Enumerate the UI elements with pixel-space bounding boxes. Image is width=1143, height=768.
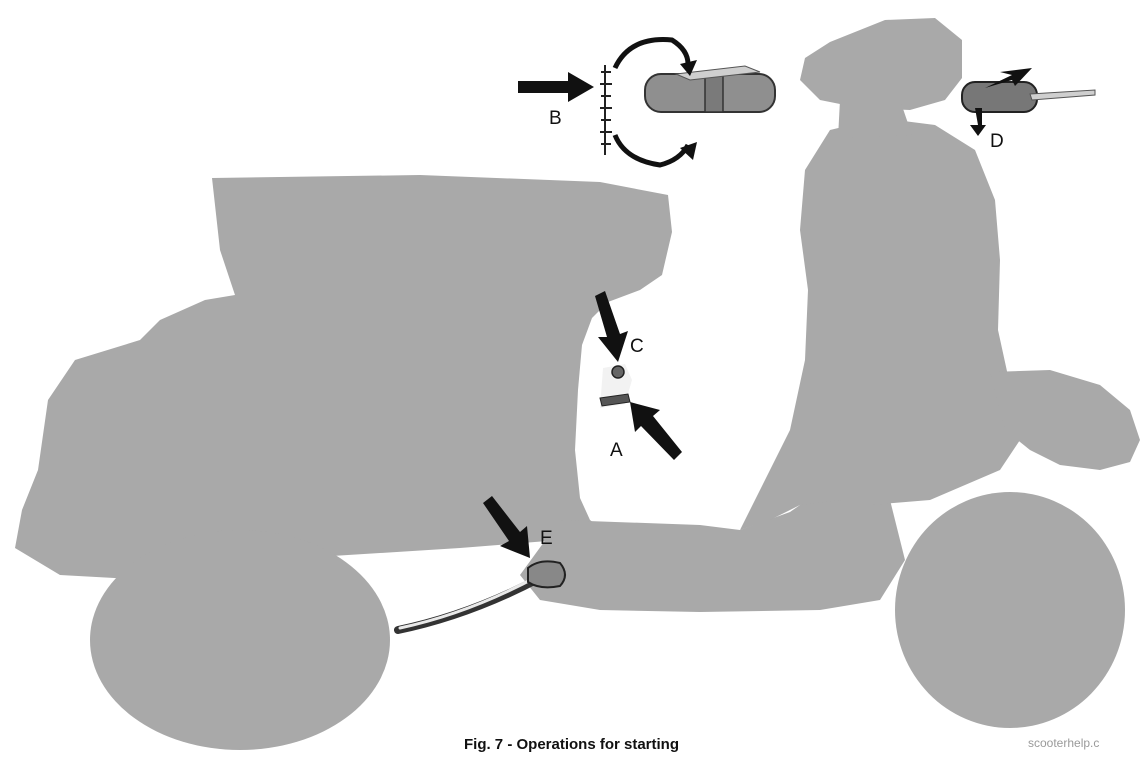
arrow-a: [630, 402, 682, 460]
right-grip: [962, 82, 1037, 112]
left-grip-collar: [705, 74, 723, 112]
steering-column: [838, 100, 912, 138]
arrow-c: [595, 291, 628, 362]
rotation-arrow-top: [615, 40, 688, 68]
front-fender: [990, 370, 1140, 470]
rear-cowl: [15, 175, 672, 580]
arrow-b: [518, 72, 594, 102]
rotation-arrow-bottom: [615, 135, 688, 165]
watermark-text: scooterhelp.c: [1028, 736, 1143, 750]
kickstart-pedal: [528, 561, 565, 587]
brake-lever: [1030, 90, 1095, 100]
label-a: A: [610, 440, 623, 461]
label-c: C: [630, 336, 644, 357]
scooter-silhouette: [15, 18, 1140, 750]
kickstart-arm-highlight: [400, 576, 538, 628]
figure-caption: Fig. 7 - Operations for starting: [0, 736, 1143, 753]
fuel-tap-area: [600, 364, 632, 408]
label-d: D: [990, 131, 1004, 152]
label-e: E: [540, 528, 553, 549]
front-wheel: [895, 492, 1125, 728]
leg-shield: [740, 118, 1020, 530]
headset: [800, 18, 962, 110]
label-b: B: [549, 108, 562, 129]
choke-knob: [612, 366, 624, 378]
rear-wheel: [90, 530, 390, 750]
